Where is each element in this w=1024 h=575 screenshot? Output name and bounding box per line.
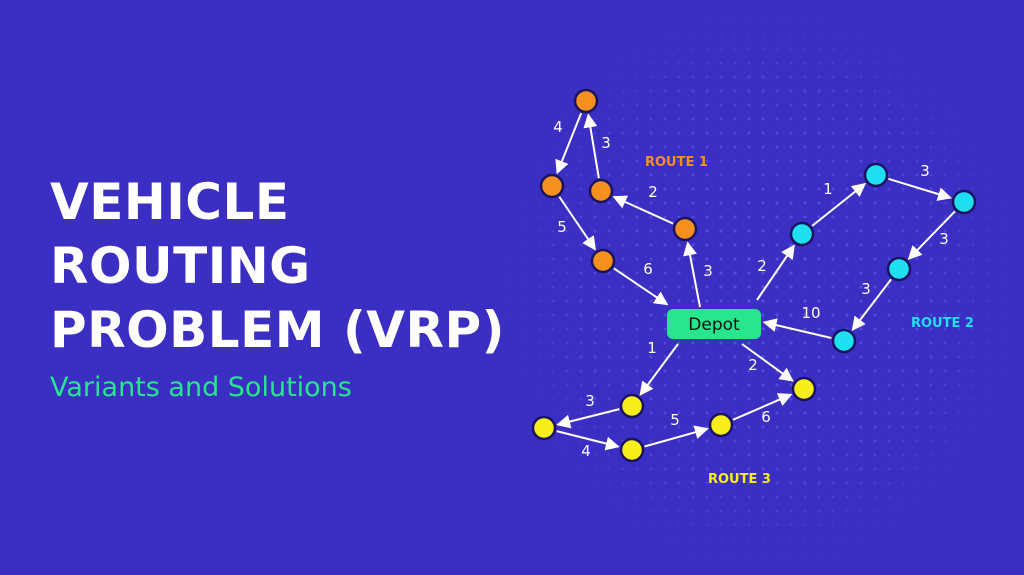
route-2-edge-1 [756, 244, 795, 301]
route-2-edge-3 [888, 177, 952, 201]
route-2-edge-2-weight: 1 [823, 180, 833, 198]
route-3-node-2 [531, 415, 557, 441]
route-1-edge-1 [683, 241, 701, 308]
route-1-edge-3-weight: 3 [601, 134, 611, 152]
nodes [531, 88, 977, 463]
route-2-edge-6 [762, 318, 832, 340]
route-1-label: ROUTE 1 [645, 155, 708, 170]
route-1-edge-5 [558, 196, 596, 251]
route-2-node-3 [951, 189, 977, 215]
route-3-edge-3-weight: 4 [581, 442, 591, 460]
route-2-node-4 [886, 256, 912, 282]
route-2-edge-4-weight: 3 [939, 230, 949, 248]
route-3-node-5 [791, 376, 817, 402]
route-1-edge-4 [555, 112, 583, 175]
route-2-edge-3-weight: 3 [920, 162, 930, 180]
route-2-node-2 [863, 162, 889, 188]
route-2-edge-1-weight: 2 [757, 257, 767, 275]
route-3-edge-4-weight: 5 [670, 411, 680, 429]
title-block: VEHICLE ROUTING PROBLEM (VRP) Variants a… [50, 170, 520, 406]
route-2-label: ROUTE 2 [911, 316, 974, 331]
route-3-edge-2-weight: 3 [585, 392, 595, 410]
route-3-node-3 [619, 437, 645, 463]
route-1-edge-4-weight: 4 [553, 118, 563, 136]
route-1-edge-6-weight: 6 [643, 260, 653, 278]
route-3-edge-4 [644, 425, 709, 448]
route-2-edge-5 [851, 278, 892, 331]
route-3-edge-3 [556, 430, 620, 451]
title-line-1: VEHICLE [50, 173, 290, 231]
title-line-3: PROBLEM (VRP) [50, 301, 505, 359]
depot-label: Depot [688, 315, 740, 335]
route-2-node-1 [789, 221, 815, 247]
route-1-edge-5-weight: 5 [557, 218, 567, 236]
route-1-edge-2 [612, 195, 674, 225]
route-2-edge-4 [907, 210, 956, 260]
route-3-edge-5 [732, 393, 793, 421]
route-3-edge-1 [639, 343, 679, 396]
route-2-edge-5-weight: 3 [861, 280, 871, 298]
route-1-edge-2-weight: 2 [648, 183, 658, 201]
route-1-node-5 [590, 248, 616, 274]
route-1-edge-6 [613, 267, 669, 306]
route-1-node-1 [672, 216, 698, 242]
depot-node: Depot [667, 309, 761, 339]
route-3-edge-1-weight: 1 [647, 339, 657, 357]
subtitle: Variants and Solutions [50, 372, 352, 403]
route-3-node-1 [619, 393, 645, 419]
route-1-node-3 [573, 88, 599, 114]
route-3-edge-5-weight: 6 [761, 408, 771, 426]
route-3-edge-6-weight: 2 [748, 356, 758, 374]
route-1-edge-1-weight: 3 [703, 262, 713, 280]
route-3-label: ROUTE 3 [708, 472, 771, 487]
route-2-edge-6-weight: 10 [801, 304, 820, 322]
route-2-node-5 [831, 328, 857, 354]
route-1-node-2 [588, 178, 614, 204]
route-1-edge-3 [583, 113, 600, 179]
route-2-edge-2 [811, 182, 867, 227]
route-3-node-4 [708, 412, 734, 438]
route-3-edge-2 [556, 408, 620, 429]
title-line-2: ROUTING [50, 237, 311, 295]
route-1-node-4 [539, 173, 565, 199]
route-3-edge-6 [741, 343, 794, 382]
edges: 3 2 3 4 5 6 2 1 3 3 3 10 1 3 4 5 6 2 [553, 112, 956, 460]
dot-texture [500, 0, 1024, 575]
